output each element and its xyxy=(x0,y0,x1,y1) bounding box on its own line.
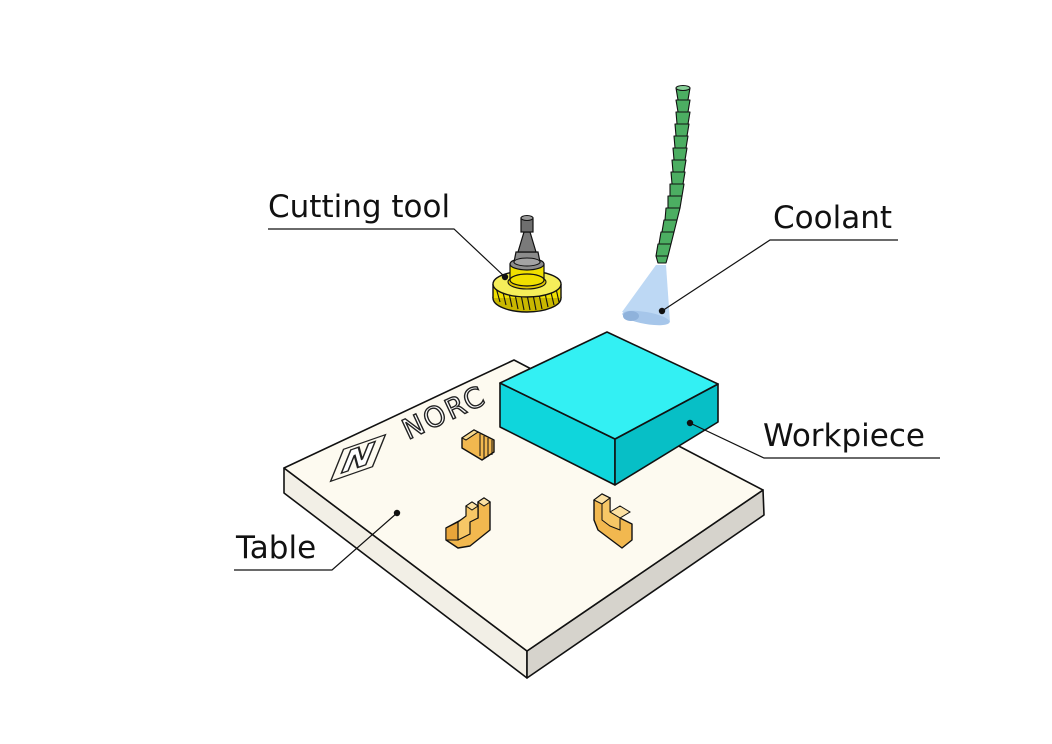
leader-cutting-tool xyxy=(268,228,506,278)
callout-dots xyxy=(393,273,694,517)
leader-workpiece xyxy=(689,422,940,459)
clamp-left xyxy=(445,497,491,549)
workpiece-top xyxy=(499,331,719,440)
clamp-right xyxy=(593,493,633,549)
leader-table xyxy=(234,512,398,571)
leader-coolant xyxy=(661,239,898,312)
workpiece xyxy=(499,331,719,486)
callout-leaders xyxy=(234,228,940,571)
label-table: Table xyxy=(236,530,317,566)
clamp-back xyxy=(461,429,495,461)
label-coolant: Coolant xyxy=(773,200,892,236)
cutting-tool-icon xyxy=(492,215,562,313)
coolant-nozzle-icon xyxy=(655,85,691,264)
label-workpiece: Workpiece xyxy=(763,418,925,454)
coolant-spray xyxy=(622,265,670,326)
label-cutting-tool: Cutting tool xyxy=(268,189,451,225)
